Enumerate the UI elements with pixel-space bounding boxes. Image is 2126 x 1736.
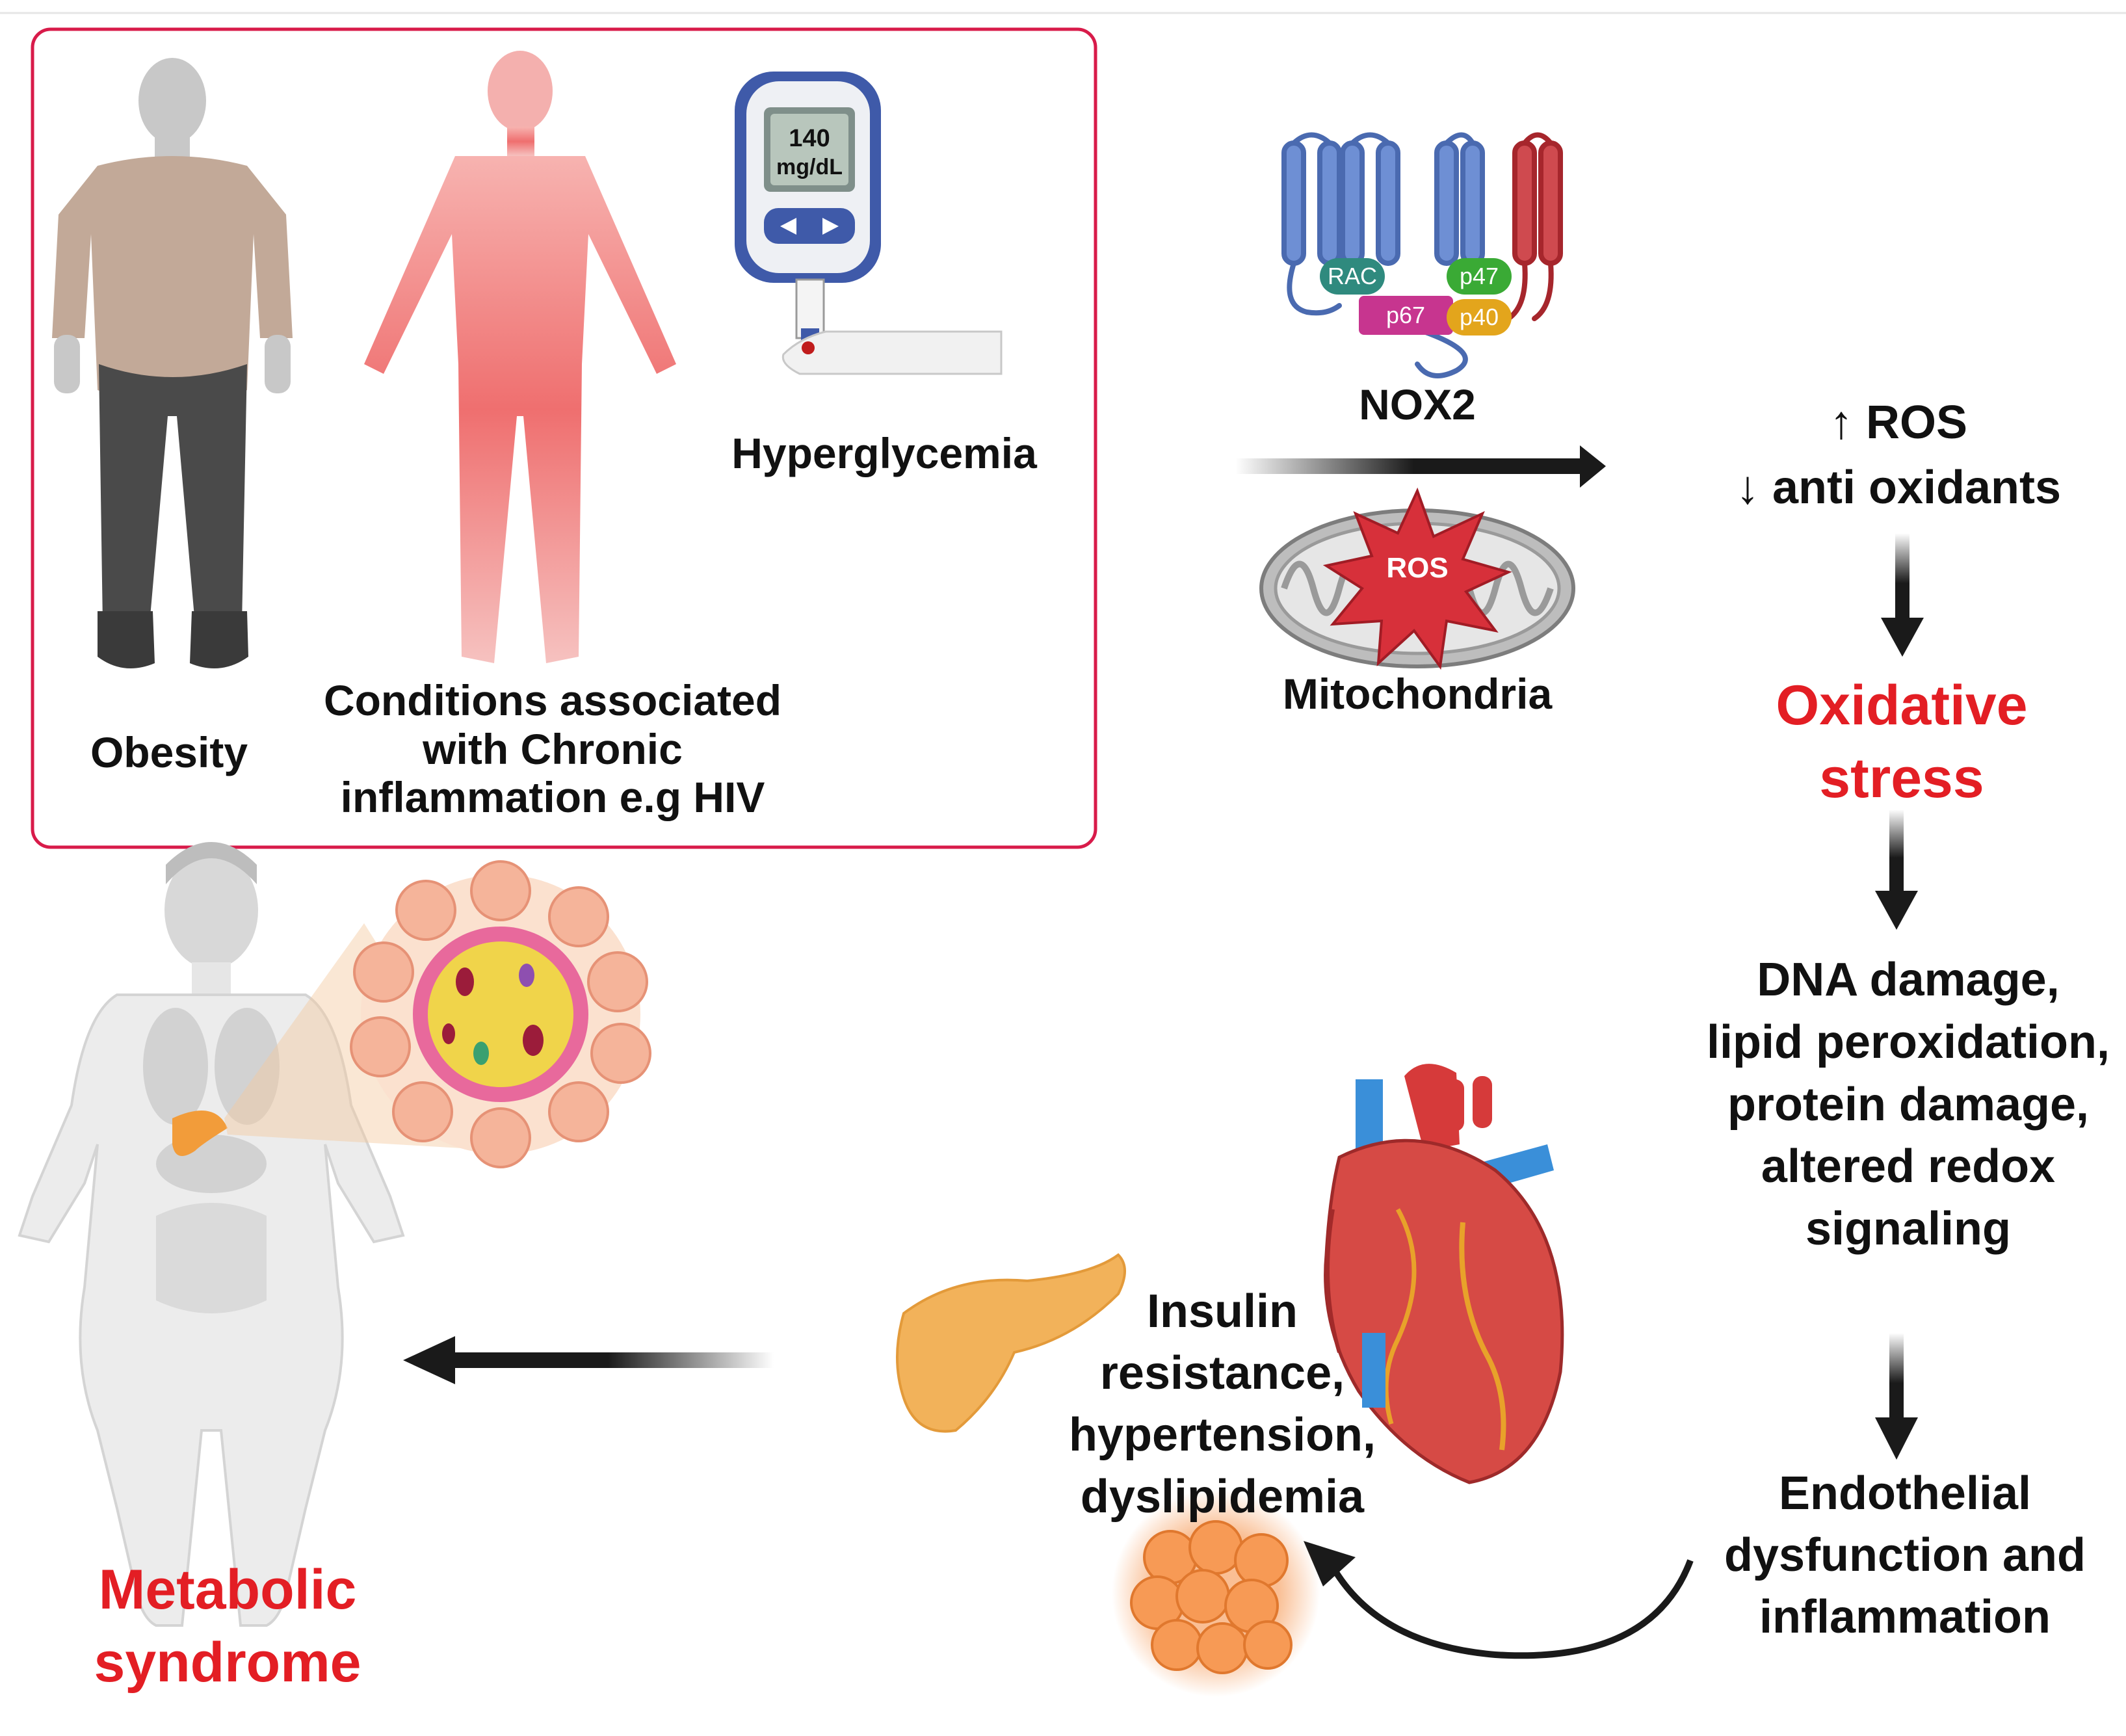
glucometer-reading: 140 <box>789 125 830 152</box>
mitochondria-label: Mitochondria <box>1282 670 1553 718</box>
pancreatic-islet-icon <box>350 860 651 1168</box>
chronic-inflammation-label: Conditions associated with Chronic infla… <box>323 676 782 822</box>
left-arrow-icon <box>780 218 796 235</box>
arrow-ros-to-stress <box>1881 533 1924 657</box>
arrow-to-metabolic-syndrome <box>403 1336 774 1384</box>
pancreas-icon <box>896 1253 1126 1433</box>
arrow-damage-to-endothelial <box>1875 1333 1918 1460</box>
antioxidants-decrease-label: ↓ anti oxidants <box>1735 462 2062 514</box>
arrow-to-ros <box>1235 445 1606 488</box>
ros-burst-label: ROS <box>1386 552 1448 584</box>
ros-increase-label: ↑ ROS <box>1829 397 1968 449</box>
risk-factor-box <box>31 27 1097 849</box>
glucometer-icon: 140 mg/dL <box>735 72 1003 375</box>
p47-subunit-label: p47 <box>1460 263 1499 289</box>
obese-person-icon <box>52 58 293 668</box>
p67-subunit-label: p67 <box>1386 302 1425 328</box>
glucometer-unit: mg/dL <box>776 155 843 179</box>
ros-burst-icon <box>1322 487 1512 670</box>
arrow-stress-to-damage <box>1875 809 1918 930</box>
hyperglycemia-label: Hyperglycemia <box>731 429 1037 477</box>
pancreas-in-body-icon <box>172 1111 228 1156</box>
obesity-label: Obesity <box>90 728 248 776</box>
endothelial-dysfunction-label: Endothelial dysfunction and inflammation <box>1724 1467 2086 1644</box>
nox2-complex-icon: RAC p47 p67 p40 <box>1281 132 1563 378</box>
heart-icon <box>1324 1064 1564 1484</box>
inflamed-person-icon <box>364 51 676 663</box>
adipose-tissue-icon <box>1112 1489 1320 1697</box>
right-arrow-icon <box>822 218 839 235</box>
nox2-label: NOX2 <box>1359 380 1476 428</box>
conditions-label: Insulin resistance, hypertension, dyslip… <box>1068 1285 1376 1523</box>
arrow-endothelial-to-conditions <box>1304 1541 1694 1659</box>
oxidative-stress-label: Oxidative stress <box>1776 674 2028 809</box>
p40-subunit-label: p40 <box>1460 304 1499 330</box>
rac-subunit-label: RAC <box>1328 263 1377 289</box>
mitochondria-icon <box>1259 487 1575 670</box>
cellular-damage-label: DNA damage, lipid peroxidation, protein … <box>1706 954 2110 1255</box>
metabolic-syndrome-label: Metabolic syndrome <box>94 1558 361 1694</box>
